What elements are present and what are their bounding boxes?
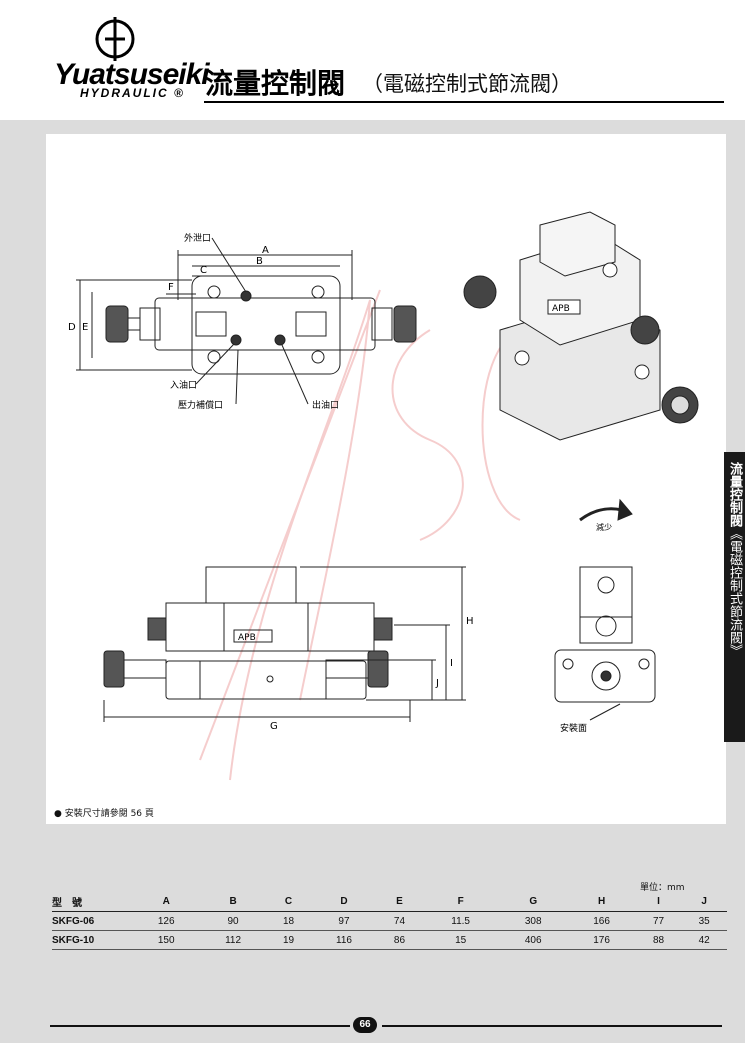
dim-J: J [435,678,439,689]
cell: 74 [376,911,423,931]
section-tab-sub: 《電磁控制式節流閥》 [727,527,742,657]
col-D: D [311,892,377,912]
col-A: A [132,892,201,912]
cell: 126 [132,911,201,931]
header-band [0,0,745,120]
footer-rule-right [382,1025,722,1027]
page-subtitle: （電磁控制式節流閥） [362,72,572,96]
col-B: B [200,892,266,912]
label-outlet: 出油口 [312,399,339,411]
dim-C: C [200,265,207,276]
iso-nameplate: APB [552,304,570,314]
dim-B: B [256,256,263,267]
cell: 150 [132,930,201,950]
dim-D: D [68,322,76,333]
mounting-note: ● 安裝尺寸請參閱 56 頁 [54,809,154,819]
dim-F: F [168,282,174,293]
top-view [76,237,417,405]
cell: 166 [567,911,636,931]
spec-table: 型 號 A B C D E F G H I J SKFG-06 126 90 1… [52,892,727,950]
dim-H: H [466,616,474,627]
brand-name: Yuatsuseiki [54,58,210,91]
cell: SKFG-06 [52,911,132,931]
label-mounting-face: 安裝面 [560,722,587,734]
col-F: F [422,892,500,912]
label-pressure-comp: 壓力補償口 [178,399,223,411]
col-C: C [265,892,312,912]
col-E: E [376,892,423,912]
cell: 112 [200,930,266,950]
col-J: J [681,892,727,912]
table-header-row: 型 號 A B C D E F G H I J [52,892,727,912]
header-rule [204,101,724,103]
section-tab-main: 流量控制閥 [727,462,742,527]
page-number: 66 [353,1017,377,1033]
front-view [103,566,466,722]
footer-rule-left [50,1025,350,1027]
cell: 90 [200,911,266,931]
side-view [554,498,656,721]
label-drain: 外泄口 [184,232,211,244]
cell: 11.5 [422,911,500,931]
col-model: 型 號 [52,892,132,912]
unit-label: 單位：mm [640,883,685,893]
brand-sub: HYDRAULIC ® [80,86,185,100]
col-I: I [635,892,682,912]
col-H: H [567,892,636,912]
cell: SKFG-10 [52,930,132,950]
cell: 116 [311,930,377,950]
cell: 19 [265,930,312,950]
cell: 35 [681,911,727,931]
cell: 42 [681,930,727,950]
isometric-view [463,211,699,441]
dim-E: E [82,322,88,333]
dim-A: A [262,245,269,256]
dim-G: G [270,721,278,732]
cell: 77 [635,911,682,931]
page-title: 流量控制閥 [205,67,346,100]
section-tab: 流量控制閥《電磁控制式節流閥》 [724,452,745,742]
table-row: SKFG-10 150 112 19 116 86 15 406 176 88 … [52,930,727,950]
cell: 15 [422,930,500,950]
front-nameplate: APB [238,633,256,643]
cell: 406 [499,930,568,950]
label-decel: 減少 [596,522,612,532]
cell: 18 [265,911,312,931]
dim-I: I [450,658,453,669]
cell: 97 [311,911,377,931]
cell: 308 [499,911,568,931]
brand-symbol-icon [95,17,135,61]
cell: 176 [567,930,636,950]
cell: 86 [376,930,423,950]
watermark [199,289,521,781]
col-G: G [499,892,568,912]
label-inlet: 入油口 [170,379,197,391]
cell: 88 [635,930,682,950]
table-row: SKFG-06 126 90 18 97 74 11.5 308 166 77 … [52,911,727,931]
